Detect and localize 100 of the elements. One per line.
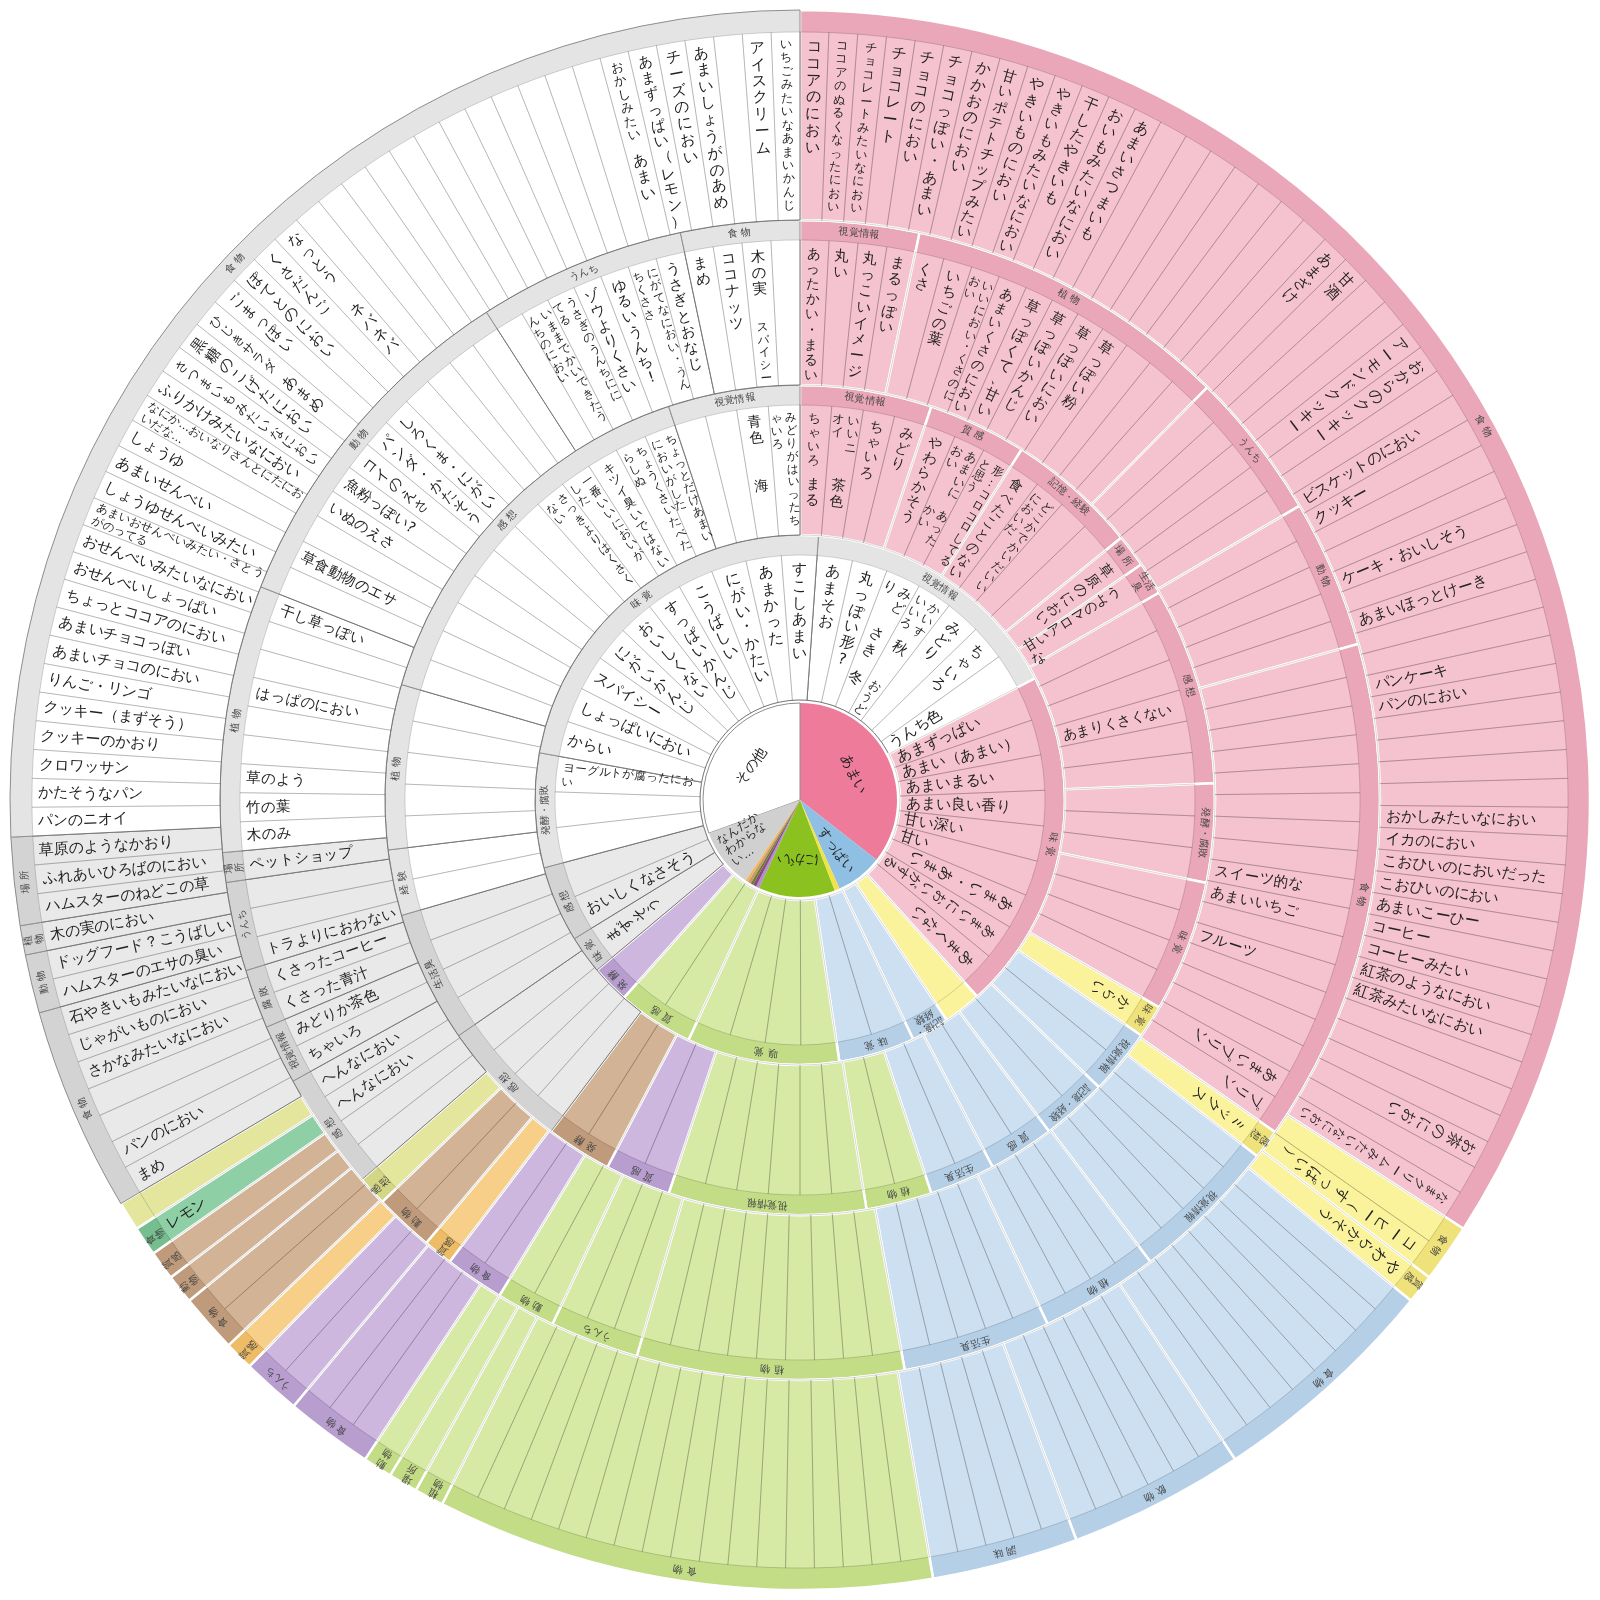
band-label: 質感: [645, 1001, 675, 1025]
band-label: 感想: [555, 886, 576, 915]
band-label: 植物: [390, 753, 403, 782]
band-label: 腐敗: [255, 981, 275, 1011]
flavor-term: クロワッサン: [37, 754, 131, 779]
band-label: 食物: [73, 1092, 94, 1121]
flavor-term: 青色: [745, 411, 765, 448]
band-label: 感想: [1180, 672, 1198, 702]
band-label: 発酵: [603, 964, 631, 991]
band-label: 記憶・経験: [1046, 1082, 1092, 1124]
band-label: うんち: [567, 262, 600, 284]
band-label: 植物: [421, 1474, 446, 1503]
band-label: うんち: [581, 1322, 614, 1344]
band-label: 質感: [1002, 1130, 1031, 1154]
band-label: 質感: [1399, 1269, 1426, 1297]
category-label: にがい: [776, 851, 820, 869]
flavor-term: 冬: [845, 665, 868, 692]
band-label: 食物: [669, 1562, 698, 1578]
flavor-term: あまそお: [816, 560, 843, 634]
flavor-term: 木の実: [748, 246, 769, 299]
band-label: 食物: [203, 1302, 230, 1330]
band-label: うんち: [1236, 434, 1264, 465]
flavor-term: いちごみたいなあまいかんじ: [778, 36, 796, 215]
band-label: 場所: [395, 1460, 421, 1489]
band-label: 生活臭: [942, 1161, 975, 1184]
category-label: その他: [732, 743, 770, 788]
band-label: 視覚情報: [838, 225, 880, 241]
band-label: 記憶・経験: [910, 1007, 946, 1040]
flavor-term: ココナッツ: [719, 248, 747, 334]
flavor-term: おかしみたいなにおい: [1384, 806, 1537, 831]
band-label: 生活臭: [958, 1332, 991, 1353]
band-label: 食物: [465, 1259, 494, 1284]
flavor-term: 竹の葉: [244, 797, 293, 817]
flavor-term: アイスクリーム: [748, 36, 773, 160]
band-label: 食物: [1473, 413, 1496, 442]
band-label: 嗅覚: [749, 1045, 778, 1060]
flavor-term: あったかい・まるい: [803, 244, 823, 385]
band-label: 植物: [1055, 286, 1085, 309]
band-label: 調味: [988, 1543, 1018, 1561]
flavor-term: ペットショップ: [247, 843, 356, 875]
band-label: 食物: [1425, 1233, 1450, 1262]
flavor-term: ココアのぬるくなったにおい: [826, 36, 850, 216]
flavor-term: 木のみ: [245, 823, 294, 846]
flavor-term: あまい: [629, 148, 659, 205]
band-label: 味覚: [580, 935, 606, 964]
band-label: 視覚情報: [1096, 1037, 1131, 1076]
band-label: 感想: [1245, 1126, 1273, 1153]
band-label: 質感: [232, 1335, 260, 1364]
band-label: 発酵・腐敗: [538, 784, 552, 836]
band-label: 経験: [395, 866, 411, 896]
band-label: 感想: [494, 1067, 522, 1094]
flavor-term: すこしあまい: [790, 559, 809, 664]
flavor-term: まる: [803, 473, 822, 510]
band-label: 動物: [347, 424, 373, 452]
category-label: なんだかわからない…: [712, 806, 770, 871]
flavor-term: スパイシー: [755, 317, 775, 387]
band-label: 感想: [365, 1171, 392, 1200]
flavor-term: 甘酒: [1321, 267, 1359, 305]
band-label: 感想: [320, 1112, 345, 1141]
band-label: 味覚: [629, 586, 658, 612]
flavor-term: チョコレートみたいなにおい: [848, 38, 879, 218]
flavor-term: ココアのにおい: [803, 36, 823, 158]
band-label: 植物: [756, 1363, 785, 1376]
band-label: 場所: [18, 866, 32, 895]
band-label: 感想: [494, 506, 522, 533]
band-label: 動物: [396, 1202, 424, 1229]
band-label: 食物: [1308, 1365, 1336, 1392]
band-label: 動物: [1314, 562, 1335, 592]
band-label: 生活臭: [422, 957, 446, 990]
flavor-term: さき: [858, 622, 889, 663]
flavor-term: パンのニオイ: [37, 809, 130, 832]
flavor-term: 秋: [888, 634, 913, 661]
band-label: 生活臭: [1130, 567, 1159, 596]
flavor-term: 草のよう: [245, 769, 308, 791]
band-label: 食物: [726, 226, 755, 240]
band-label: 食物: [223, 248, 250, 276]
band-label: 植物: [228, 704, 243, 733]
band-label: 質感: [626, 1162, 656, 1183]
band-label: 発酵・腐敗: [1196, 806, 1211, 859]
flavor-term: イカのにおい: [1383, 828, 1477, 855]
flavor-term: くさ: [912, 258, 937, 297]
band-label: 植物: [882, 1184, 912, 1202]
flavor-term: はっぱのにおい: [254, 683, 363, 723]
band-label: 食物: [1354, 881, 1370, 910]
flavor-term: ちゃいろ: [806, 409, 823, 470]
flavor-term: ちゃいろ: [858, 415, 886, 483]
band-label: 場所: [221, 857, 246, 877]
band-label: 質感: [430, 1231, 457, 1261]
band-label: 植物: [1081, 1275, 1110, 1299]
band-label: 食物: [321, 1412, 349, 1438]
band-label: 質感: [959, 423, 989, 445]
flavor-term: ネバネバ: [345, 297, 405, 361]
flavor-term: 海: [752, 475, 771, 497]
band-label: 飲物: [1138, 1483, 1168, 1506]
flavor-term: かたそうなパン: [36, 783, 145, 804]
band-label: 動物: [370, 1445, 396, 1474]
category-sector: [120, 1096, 313, 1229]
flavor-term: ヨーグルトが腐ったにおい: [559, 760, 697, 791]
band-label: 植物: [20, 929, 46, 950]
band-label: 味覚: [1043, 831, 1059, 860]
